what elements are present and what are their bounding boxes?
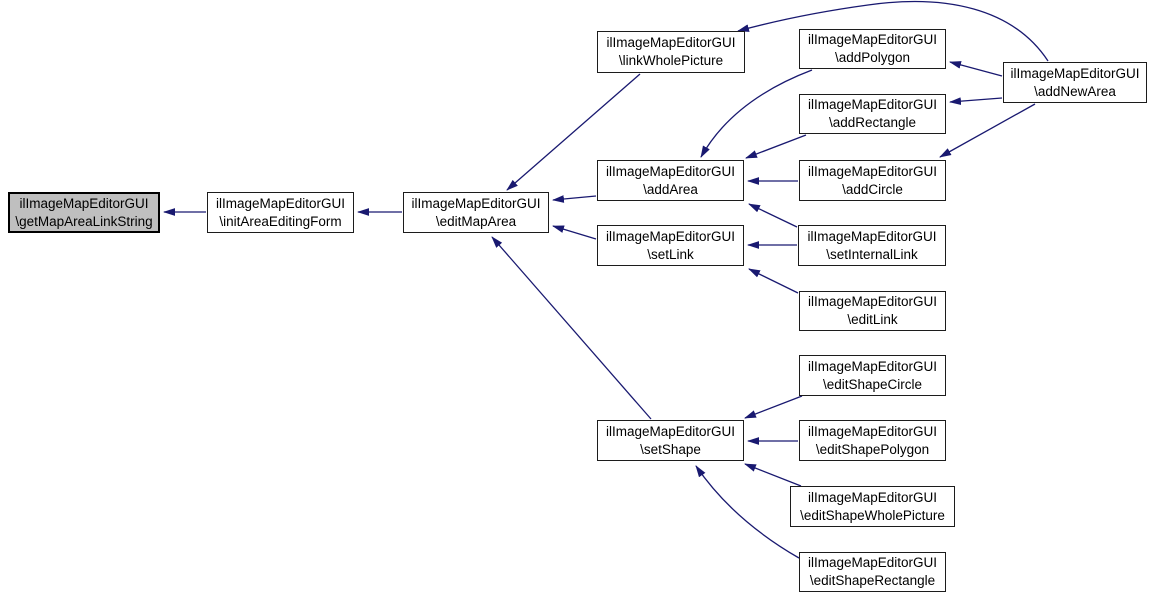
edge-addNewArea-to-addPolygon (949, 61, 1003, 77)
node-method-name: \editMapArea (435, 213, 517, 229)
graph-node-editLink[interactable]: ilImageMapEditorGUI \editLink (799, 291, 946, 331)
graph-node-setLink[interactable]: ilImageMapEditorGUI \setLink (597, 225, 744, 266)
node-method-name: \addPolygon (834, 50, 911, 65)
edge-editShapeWholePicture-to-setShape (744, 463, 802, 487)
node-method-name: \editShapeWholePicture (800, 507, 945, 523)
node-class-name: ilImageMapEditorGUI (807, 32, 938, 47)
graph-node-editShapeRectangle[interactable]: ilImageMapEditorGUI \editShapeRectangle (799, 552, 946, 592)
node-class-name: ilImageMapEditorGUI (605, 163, 736, 179)
graph-node-initAreaEditingForm[interactable]: ilImageMapEditorGUI \initAreaEditingForm (207, 192, 354, 233)
graph-node-setShape[interactable]: ilImageMapEditorGUI \setShape (597, 420, 744, 461)
node-method-name: \editShapePolygon (815, 441, 930, 457)
node-method-name: \setShape (640, 441, 701, 457)
node-method-name: \addArea (643, 181, 698, 197)
node-class-name: ilImageMapEditorGUI (807, 294, 938, 309)
node-class-name: ilImageMapEditorGUI (807, 555, 938, 570)
graph-node-addPolygon[interactable]: ilImageMapEditorGUI \addPolygon (799, 29, 946, 69)
node-method-name: \editLink (847, 312, 898, 327)
graph-node-editShapeWholePicture[interactable]: ilImageMapEditorGUI \editShapeWholePictur… (790, 486, 955, 527)
graph-node-editShapePolygon[interactable]: ilImageMapEditorGUI \editShapePolygon (799, 420, 946, 461)
edge-addPolygon-to-addArea (700, 69, 813, 158)
node-class-name: ilImageMapEditorGUI (807, 97, 938, 112)
edge-addNewArea-to-addCircle (939, 103, 1036, 158)
node-method-name: \addCircle (842, 181, 903, 197)
node-class-name: ilImageMapEditorGUI (411, 195, 541, 211)
node-class-name: ilImageMapEditorGUI (807, 163, 938, 179)
edge-setInternalLink-to-addArea (748, 203, 798, 228)
node-method-name: \editShapeCircle (822, 376, 923, 392)
graph-node-addRectangle[interactable]: ilImageMapEditorGUI \addRectangle (799, 94, 946, 134)
node-method-name: \setLink (647, 246, 694, 262)
node-class-name: ilImageMapEditorGUI (807, 489, 938, 505)
edge-addRectangle-to-addArea (745, 134, 807, 159)
node-class-name: ilImageMapEditorGUI (807, 228, 937, 244)
node-method-name: \addNewArea (1034, 83, 1116, 99)
edge-editShapeCircle-to-setShape (744, 395, 803, 419)
node-class-name: ilImageMapEditorGUI (605, 228, 736, 244)
node-class-name: ilImageMapEditorGUI (19, 195, 149, 211)
node-class-name: ilImageMapEditorGUI (606, 35, 736, 50)
node-method-name: \initAreaEditingForm (219, 213, 342, 229)
edge-addArea-to-editMapArea (552, 195, 597, 203)
node-method-name: \getMapAreaLinkString (15, 213, 153, 229)
graph-node-linkWholePicture[interactable]: ilImageMapEditorGUI \linkWholePicture (597, 31, 745, 73)
edge-setLink-to-editMapArea (552, 225, 597, 240)
graph-node-addCircle[interactable]: ilImageMapEditorGUI \addCircle (799, 160, 946, 201)
node-class-name: ilImageMapEditorGUI (1010, 65, 1140, 81)
node-class-name: ilImageMapEditorGUI (807, 423, 938, 439)
graph-node-editMapArea[interactable]: ilImageMapEditorGUI \editMapArea (403, 192, 549, 233)
edge-editShapeRectangle-to-setShape (695, 465, 800, 559)
graph-node-getMapAreaLinkString: ilImageMapEditorGUI \getMapAreaLinkString (8, 192, 160, 233)
node-method-name: \linkWholePicture (618, 53, 724, 68)
node-method-name: \addRectangle (828, 115, 917, 130)
node-class-name: ilImageMapEditorGUI (215, 195, 346, 211)
graph-node-addArea[interactable]: ilImageMapEditorGUI \addArea (597, 160, 744, 201)
edge-addNewArea-to-addRectangle (949, 97, 1003, 106)
node-class-name: ilImageMapEditorGUI (807, 358, 938, 374)
graph-node-setInternalLink[interactable]: ilImageMapEditorGUI \setInternalLink (798, 225, 946, 266)
node-class-name: ilImageMapEditorGUI (605, 423, 736, 439)
graph-node-editShapeCircle[interactable]: ilImageMapEditorGUI \editShapeCircle (799, 355, 946, 396)
edge-editLink-to-setLink (748, 268, 799, 294)
graph-node-addNewArea[interactable]: ilImageMapEditorGUI \addNewArea (1003, 62, 1147, 103)
node-method-name: \editShapeRectangle (809, 573, 936, 588)
node-method-name: \setInternalLink (826, 246, 918, 262)
